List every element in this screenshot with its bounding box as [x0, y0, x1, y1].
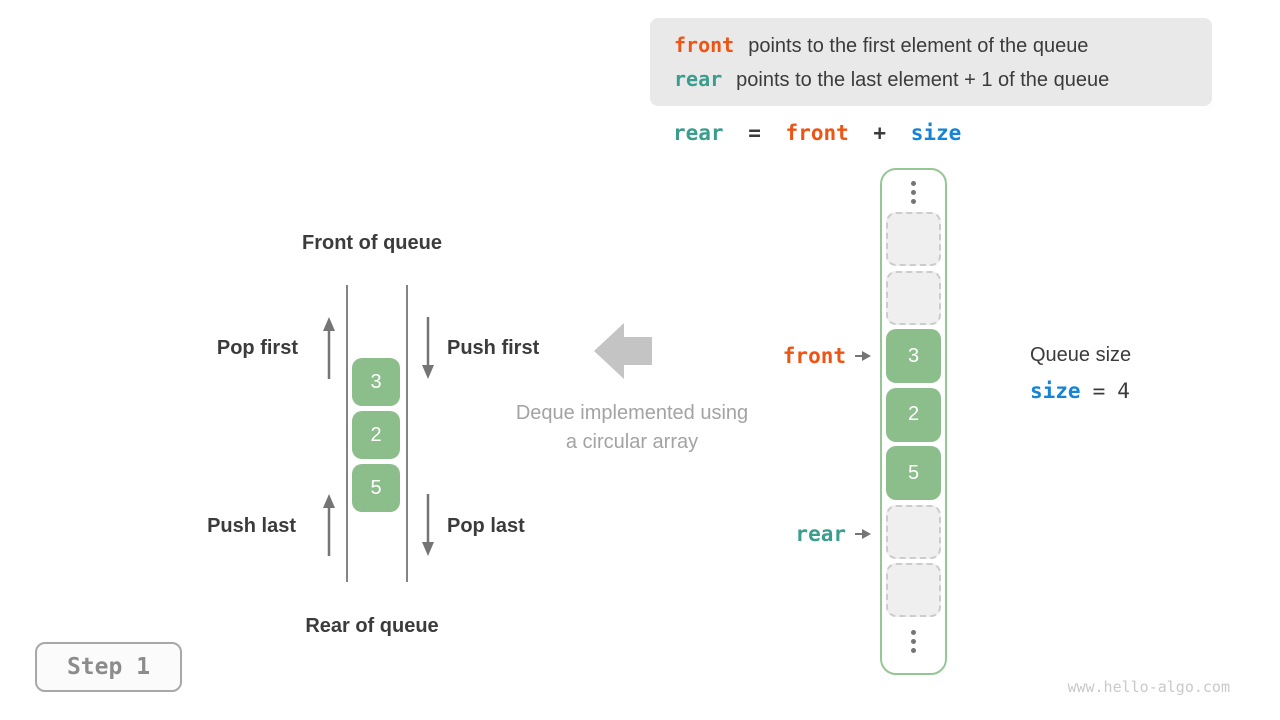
caption-line-2: a circular array — [565, 431, 699, 453]
legend-line-front: front points to the first element of the… — [674, 33, 1212, 58]
ellipsis-icon — [911, 630, 916, 653]
rear-pointer: rear — [742, 522, 872, 546]
array-cell-empty — [886, 270, 941, 325]
formula: rear = front + size — [673, 121, 961, 145]
queue-size-label: Queue size — [1030, 344, 1132, 366]
rear-pointer-label: rear — [795, 522, 846, 546]
array-cell-filled: 2 — [886, 387, 941, 442]
legend-line-rear: rear points to the last element + 1 of t… — [674, 67, 1212, 92]
pop-last-label: Pop last — [447, 515, 525, 537]
array-cell-filled: 3 — [886, 329, 941, 383]
ellipsis-icon — [911, 181, 916, 204]
down-arrow-icon — [420, 494, 436, 561]
deque-cell: 2 — [352, 411, 400, 459]
front-pointer: front — [742, 344, 872, 368]
size-keyword: size — [1030, 379, 1081, 403]
pop-first-label: Pop first — [216, 337, 298, 359]
formula-equals: = — [748, 121, 761, 145]
size-value: 4 — [1117, 379, 1130, 403]
up-arrow-icon — [321, 494, 337, 561]
pointer-arrow-icon — [855, 528, 872, 540]
caption-line-1: Deque implemented using — [515, 402, 749, 424]
formula-plus: + — [873, 121, 887, 145]
legend-front-text: points to the first element of the queue — [748, 34, 1089, 57]
up-arrow-icon — [321, 317, 337, 384]
array-cell-filled: 5 — [886, 446, 941, 500]
array-cell-empty — [886, 212, 941, 266]
push-first-label: Push first — [447, 337, 540, 359]
front-pointer-label: front — [782, 344, 846, 368]
deque-right-wall — [406, 285, 408, 582]
down-arrow-icon — [420, 317, 436, 384]
formula-front: front — [785, 121, 849, 145]
step-label: Step 1 — [66, 654, 151, 680]
size-equals: = — [1092, 379, 1106, 403]
legend-rear-text: points to the last element + 1 of the qu… — [736, 68, 1110, 91]
formula-size: size — [910, 121, 962, 145]
deque-channel: 3 2 5 — [352, 358, 400, 512]
array-cell-empty — [886, 504, 941, 559]
front-of-queue-title: Front of queue — [302, 232, 442, 254]
formula-rear: rear — [673, 121, 724, 145]
rear-keyword: rear — [674, 66, 723, 91]
legend-box: front points to the first element of the… — [650, 18, 1212, 106]
step-badge: Step 1 — [35, 642, 182, 692]
watermark: www.hello-algo.com — [1067, 678, 1230, 696]
queue-size-value: size = 4 — [1030, 379, 1130, 403]
left-block-arrow-icon — [594, 323, 652, 384]
deque-cell: 3 — [352, 358, 400, 406]
front-keyword: front — [674, 32, 735, 57]
deque-cell: 5 — [352, 464, 400, 512]
deque-left-wall — [346, 285, 348, 582]
caption: Deque implemented using a circular array — [492, 399, 772, 457]
push-last-label: Push last — [207, 515, 296, 537]
pointer-arrow-icon — [855, 350, 872, 362]
rear-of-queue-title: Rear of queue — [305, 615, 439, 637]
array-cell-empty — [886, 563, 941, 617]
